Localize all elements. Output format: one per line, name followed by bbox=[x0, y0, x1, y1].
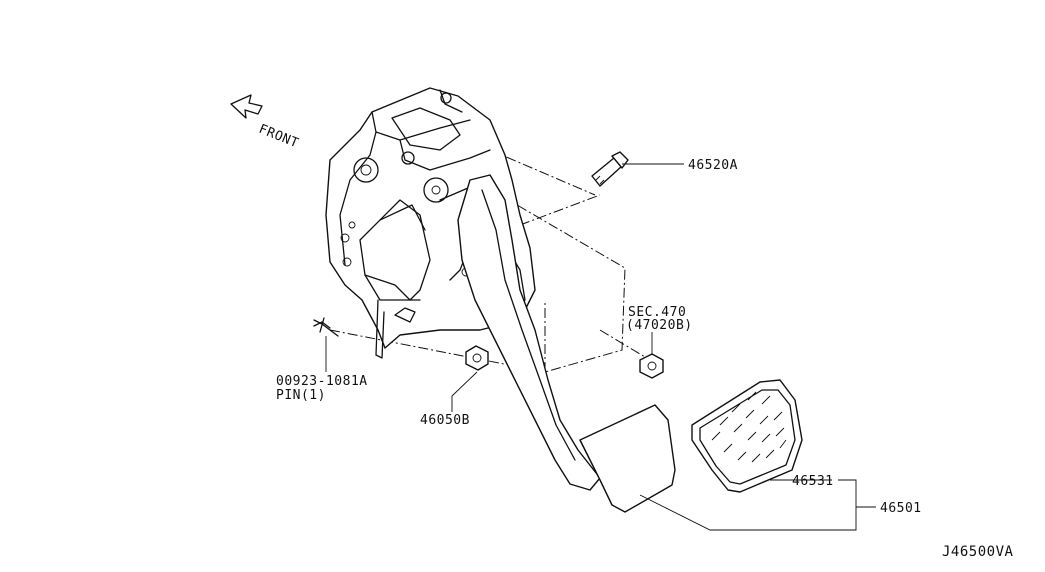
callout-pin-qty: PIN(1) bbox=[276, 388, 326, 403]
nut-47020B bbox=[639, 353, 664, 379]
front-arrow-icon bbox=[230, 94, 263, 119]
callout-46050B: 46050B bbox=[420, 413, 470, 428]
callout-00923-1081A: 00923-1081A bbox=[276, 374, 368, 389]
callout-46520A: 46520A bbox=[688, 158, 738, 173]
diagram-id: J46500VA bbox=[942, 544, 1014, 560]
callout-sec470: SEC.470 bbox=[628, 305, 686, 320]
cover-tread-pattern bbox=[711, 391, 787, 463]
callout-46531: 46531 bbox=[792, 474, 834, 489]
callout-47020B: (47020B) bbox=[626, 318, 693, 333]
bolt-46520A bbox=[591, 151, 629, 187]
callout-46501: 46501 bbox=[880, 501, 922, 516]
front-label: FRONT bbox=[257, 122, 301, 152]
pedal-pad bbox=[579, 404, 676, 513]
pedal-arm bbox=[457, 174, 601, 491]
nut-46050B bbox=[465, 345, 489, 371]
leader-lines bbox=[325, 163, 876, 531]
pedal-pad-cover bbox=[691, 379, 803, 493]
pin-00923-1081A bbox=[313, 317, 339, 337]
